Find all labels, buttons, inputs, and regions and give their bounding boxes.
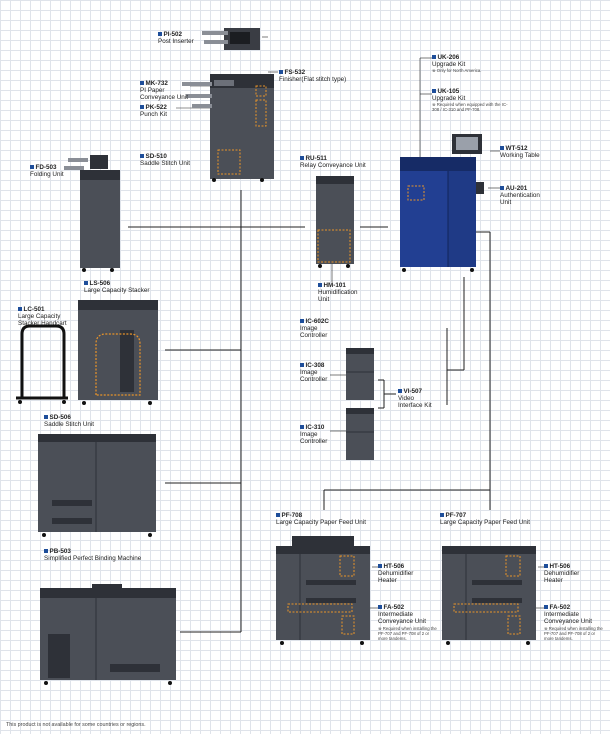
pk522-desc: Punch Kit — [140, 111, 167, 119]
pi502-post-inserter — [202, 28, 260, 50]
sd506-code: SD-506 — [44, 414, 94, 421]
pf708-desc: Large Capacity Paper Feed Unit — [276, 519, 366, 527]
fs532-desc: Finisher(Flat stitch type) — [279, 76, 347, 84]
fa502a-desc: Intermediate Conveyance Unit — [378, 611, 426, 626]
pi502-code: PI-502 — [158, 31, 194, 38]
pi502-label: PI-502 Post Inserter — [158, 31, 194, 45]
ic310-label: IC-310 Image Controller — [300, 424, 332, 446]
mk732-code: MK-732 — [140, 80, 190, 87]
fd503-desc: Folding Unit — [30, 171, 64, 179]
uk206-label: UK-206 Upgrade Kit ※ Only for North Amer… — [432, 54, 481, 73]
au201-label: AU-201 Authentication Unit — [500, 185, 550, 207]
pb503-code: PB-503 — [44, 548, 141, 555]
sd510-code: SD-510 — [140, 153, 190, 160]
lc501-handcart — [16, 324, 68, 404]
pf708-code: PF-708 — [276, 512, 366, 519]
lc501-label: LC-501 Large Capacity Stacker Handcart — [18, 306, 78, 328]
fs532-label: FS-532 Finisher(Flat stitch type) — [279, 69, 346, 83]
main-printer-unit — [400, 134, 484, 272]
ls506-stacker — [78, 300, 158, 405]
fs532-code: FS-532 — [279, 69, 346, 76]
fa502b-label: FA-502 Intermediate Conveyance Unit ※ Re… — [544, 604, 604, 641]
ic308-label: IC-308 Image Controller — [300, 362, 332, 384]
ic308-desc: Image Controller — [300, 369, 328, 384]
ht506b-desc: Dehumidifier Heater — [544, 570, 580, 585]
uk105-desc: Upgrade Kit — [432, 95, 466, 103]
fs532-finisher — [182, 74, 274, 182]
pf708-paper-feed — [276, 536, 370, 645]
ru511-desc: Relay Conveyance Unit — [300, 162, 366, 170]
pb503-label: PB-503 Simplified Perfect Binding Machin… — [44, 548, 141, 562]
wt512-code: WT-512 — [500, 145, 540, 152]
uk105-note: ※ Required when equipped with the IC-308… — [432, 102, 508, 113]
ht506a-label: HT-506 Dehumidifier Heater — [378, 563, 414, 585]
lc501-code: LC-501 — [18, 306, 78, 313]
pf707-paper-feed — [442, 546, 536, 645]
ic310-desc: Image Controller — [300, 431, 328, 446]
sd510-desc: Saddle Stitch Unit — [140, 160, 191, 168]
ht506a-desc: Dehumidifier Heater — [378, 570, 414, 585]
hm101-desc: Humidification Unit — [318, 289, 358, 304]
fa502b-desc: Intermediate Conveyance Unit — [544, 611, 592, 626]
ic310-code: IC-310 — [300, 424, 332, 431]
uk105-code: UK-105 — [432, 88, 512, 95]
ht506a-code: HT-506 — [378, 563, 414, 570]
ic308-controller — [346, 348, 374, 400]
uk206-desc: Upgrade Kit — [432, 61, 466, 69]
ru511-code: RU-511 — [300, 155, 366, 162]
wt512-desc: Working Table — [500, 152, 540, 160]
fa502a-label: FA-502 Intermediate Conveyance Unit ※ Re… — [378, 604, 438, 641]
uk105-label: UK-105 Upgrade Kit ※ Required when equip… — [432, 88, 512, 112]
hm101-label: HM-101 Humidification Unit — [318, 282, 358, 304]
fa502b-note: ※ Required when installing the PF-707 an… — [544, 625, 603, 641]
availability-footnote: This product is not available for some c… — [6, 722, 146, 728]
ru511-relay-unit — [316, 176, 354, 268]
ic602c-code: IC-602C — [300, 318, 336, 325]
fa502b-code: FA-502 — [544, 604, 604, 611]
ic308-code: IC-308 — [300, 362, 332, 369]
uk206-code: UK-206 — [432, 54, 481, 61]
fa502a-code: FA-502 — [378, 604, 438, 611]
ls506-desc: Large Capacity Stacker — [84, 287, 150, 295]
ic602c-desc: Image Controller — [300, 325, 328, 340]
sd506-desc: Saddle Stitch Unit — [44, 421, 95, 429]
sd506-saddle-stitch — [38, 434, 156, 537]
ht506b-code: HT-506 — [544, 563, 580, 570]
au201-desc: Authentication Unit — [500, 192, 540, 207]
sd510-label: SD-510 Saddle Stitch Unit — [140, 153, 190, 167]
ht506b-label: HT-506 Dehumidifier Heater — [544, 563, 580, 585]
pk522-label: PK-522 Punch Kit — [140, 104, 167, 118]
mk732-desc: PI Paper Conveyance Unit — [140, 87, 188, 102]
ic602c-label: IC-602C Image Controller — [300, 318, 336, 340]
pf707-label: PF-707 Large Capacity Paper Feed Unit — [440, 512, 530, 526]
pf707-desc: Large Capacity Paper Feed Unit — [440, 519, 530, 527]
pb503-binding-machine — [40, 584, 176, 685]
vi507-code: VI-507 — [398, 388, 434, 395]
au201-code: AU-201 — [500, 185, 550, 192]
vi507-desc: Video Interface Kit — [398, 395, 432, 410]
wt512-label: WT-512 Working Table — [500, 145, 540, 159]
ls506-code: LS-506 — [84, 280, 149, 287]
pf707-code: PF-707 — [440, 512, 530, 519]
fa502a-note: ※ Required when installing the PF-707 an… — [378, 625, 437, 641]
ic310-controller — [346, 408, 374, 460]
ls506-label: LS-506 Large Capacity Stacker — [84, 280, 149, 294]
vi507-label: VI-507 Video Interface Kit — [398, 388, 434, 410]
pf708-label: PF-708 Large Capacity Paper Feed Unit — [276, 512, 366, 526]
fd503-code: FD-503 — [30, 164, 64, 171]
pi502-desc: Post Inserter — [158, 38, 194, 46]
fd503-label: FD-503 Folding Unit — [30, 164, 64, 178]
lc501-desc: Large Capacity Stacker Handcart — [18, 313, 67, 328]
pb503-desc: Simplified Perfect Binding Machine — [44, 555, 142, 563]
hm101-code: HM-101 — [318, 282, 354, 289]
mk732-label: MK-732 PI Paper Conveyance Unit — [140, 80, 190, 102]
pk522-code: PK-522 — [140, 104, 167, 111]
fd503-folding-unit — [64, 155, 120, 272]
ru511-label: RU-511 Relay Conveyance Unit — [300, 155, 366, 169]
sd506-label: SD-506 Saddle Stitch Unit — [44, 414, 94, 428]
uk206-note: ※ Only for North America. — [432, 68, 482, 74]
